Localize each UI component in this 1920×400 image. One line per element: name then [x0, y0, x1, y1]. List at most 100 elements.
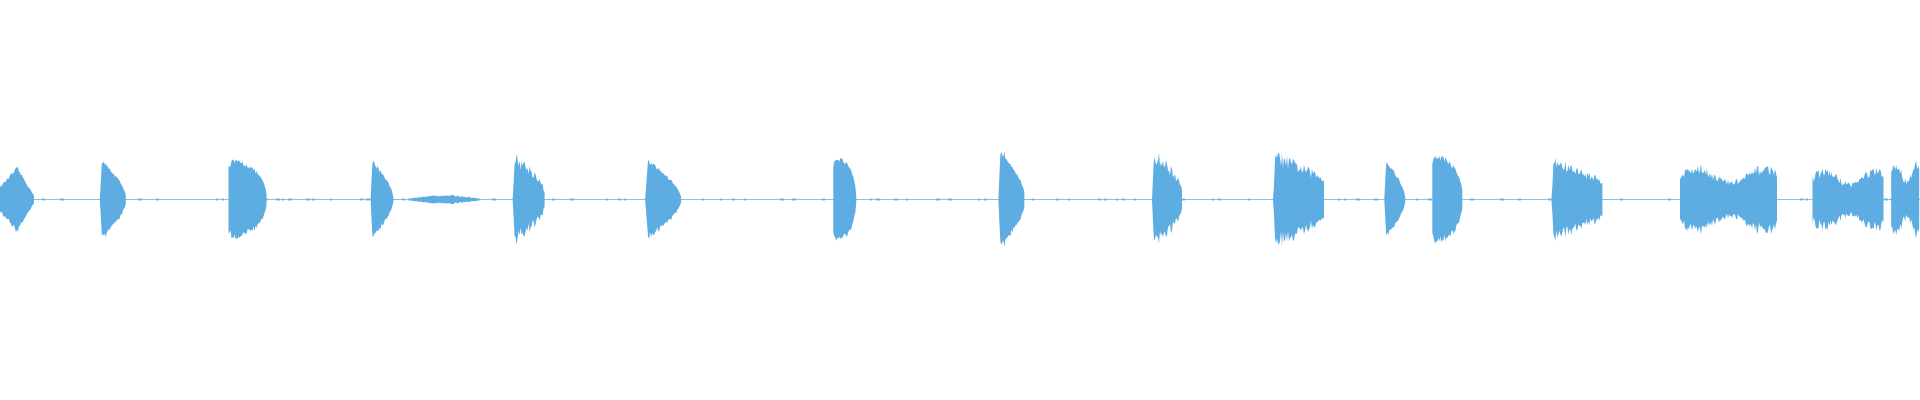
- waveform-noise-tick: [312, 198, 315, 201]
- waveform-noise-tick: [1668, 198, 1671, 201]
- waveform-noise-tick: [276, 198, 280, 201]
- waveform-noise-tick: [1248, 198, 1250, 201]
- waveform-noise-tick: [102, 198, 104, 201]
- waveform-noise-tick: [948, 198, 952, 201]
- waveform-noise-tick: [216, 198, 218, 201]
- waveform-noise-tick: [450, 198, 453, 201]
- waveform-noise-tick: [744, 198, 746, 201]
- waveform-noise-tick: [822, 198, 825, 201]
- waveform-noise-tick: [1134, 198, 1136, 201]
- waveform-noise-tick: [264, 198, 268, 201]
- waveform-burst: [1812, 167, 1884, 231]
- waveform-noise-tick: [984, 198, 987, 201]
- waveform-noise-tick: [1470, 198, 1474, 201]
- waveform-noise-tick: [1434, 198, 1436, 201]
- waveform-bursts: [0, 151, 1920, 247]
- waveform-burst: [370, 160, 394, 238]
- waveform-noise-tick: [702, 198, 704, 201]
- waveform-noise-tick: [114, 198, 118, 201]
- waveform-noise-tick: [1836, 198, 1838, 201]
- waveform-noise-tick: [834, 198, 837, 201]
- waveform-noise-tick: [570, 198, 574, 201]
- waveform-noise-tick: [252, 198, 254, 201]
- waveform-noise-tick: [366, 198, 370, 201]
- waveform-noise-tick: [1806, 198, 1808, 201]
- waveform-noise-tick: [936, 198, 940, 201]
- waveform-burst: [1152, 152, 1182, 244]
- waveform-noise-tick: [1884, 198, 1888, 201]
- waveform-noise-tick: [1182, 198, 1185, 201]
- waveform-burst: [1551, 158, 1603, 241]
- waveform-noise-tick: [42, 198, 45, 201]
- waveform-noise-tick: [240, 198, 244, 201]
- waveform-noise-tick: [1122, 198, 1125, 201]
- waveform-burst: [1384, 162, 1406, 236]
- waveform-noise-tick: [1854, 198, 1858, 201]
- waveform-noise-tick: [870, 198, 872, 201]
- waveform-noise-tick: [1374, 198, 1378, 201]
- waveform-noise-tick: [1284, 198, 1288, 201]
- waveform-quiet-segment: [409, 194, 480, 205]
- waveform-noise-tick: [1056, 198, 1059, 201]
- waveform-noise-tick: [1068, 198, 1070, 201]
- waveform-noise-tick: [18, 198, 20, 201]
- waveform-noise-tick: [60, 198, 64, 201]
- waveform-noise-tick: [402, 198, 405, 201]
- waveform-noise-tick: [1584, 198, 1586, 201]
- waveform-noise-tick: [1032, 198, 1034, 201]
- waveform-noise-tick: [1428, 198, 1432, 201]
- waveform-noise-tick: [552, 198, 555, 201]
- waveform-noise-tick: [1548, 198, 1551, 201]
- waveform-burst: [0, 167, 34, 233]
- waveform-noise-tick: [1590, 198, 1594, 201]
- waveform-noise-tick: [780, 198, 784, 201]
- waveform-noise-tick: [1716, 198, 1719, 201]
- waveform-noise-tick: [876, 198, 880, 201]
- waveform-noise-tick: [1458, 198, 1461, 201]
- waveform-burst: [1432, 155, 1463, 244]
- waveform-noise-tick: [222, 198, 224, 201]
- waveform-burst: [512, 153, 545, 245]
- waveform-noise-tick: [1872, 198, 1876, 201]
- waveform-noise-tick: [732, 198, 735, 201]
- waveform-burst: [645, 159, 682, 239]
- waveform-noise-tick: [978, 198, 980, 201]
- waveform-noise-tick: [306, 198, 310, 201]
- waveform-noise-tick: [1104, 198, 1107, 201]
- waveform-noise-tick: [1440, 198, 1442, 201]
- waveform-noise-tick: [1416, 198, 1418, 201]
- waveform-noise-tick: [1392, 198, 1394, 201]
- waveform-noise-tick: [618, 198, 621, 201]
- waveform-noise-tick: [492, 198, 496, 201]
- waveform-noise-tick: [1002, 198, 1004, 201]
- waveform-noise-tick: [156, 198, 159, 201]
- waveform-noise-tick: [1098, 198, 1101, 201]
- waveform-noise-tick: [1866, 198, 1869, 201]
- waveform-burst: [1680, 164, 1777, 235]
- waveform-noise-tick: [1746, 198, 1748, 201]
- waveform-noise-tick: [378, 198, 380, 201]
- waveform-noise-tick: [1020, 198, 1023, 201]
- waveform-noise-tick: [1218, 198, 1221, 201]
- waveform-noise-tick: [1902, 198, 1904, 201]
- waveform-burst: [1891, 160, 1920, 239]
- waveform-noise-tick: [1212, 198, 1214, 201]
- waveform-noise-tick: [282, 198, 284, 201]
- waveform-noise-tick: [30, 198, 32, 201]
- waveform-noise-tick: [534, 198, 538, 201]
- waveform-noise-tick: [906, 198, 908, 201]
- waveform-noise-tick: [1620, 198, 1623, 201]
- waveform-noise-tick: [606, 198, 608, 201]
- waveform-noise-tick: [1572, 198, 1575, 201]
- waveform-noise-tick: [1554, 198, 1557, 201]
- waveform-noise-tick: [432, 198, 434, 201]
- waveform-noise-tick: [408, 198, 410, 201]
- waveform-noise-tick: [1800, 198, 1803, 201]
- waveform-noise-tick: [1116, 198, 1118, 201]
- waveform-noise-tick: [330, 198, 332, 201]
- waveform-noise-tick: [1344, 198, 1346, 201]
- waveform-noise-tick: [246, 198, 248, 201]
- waveform-noise-tick: [624, 198, 626, 201]
